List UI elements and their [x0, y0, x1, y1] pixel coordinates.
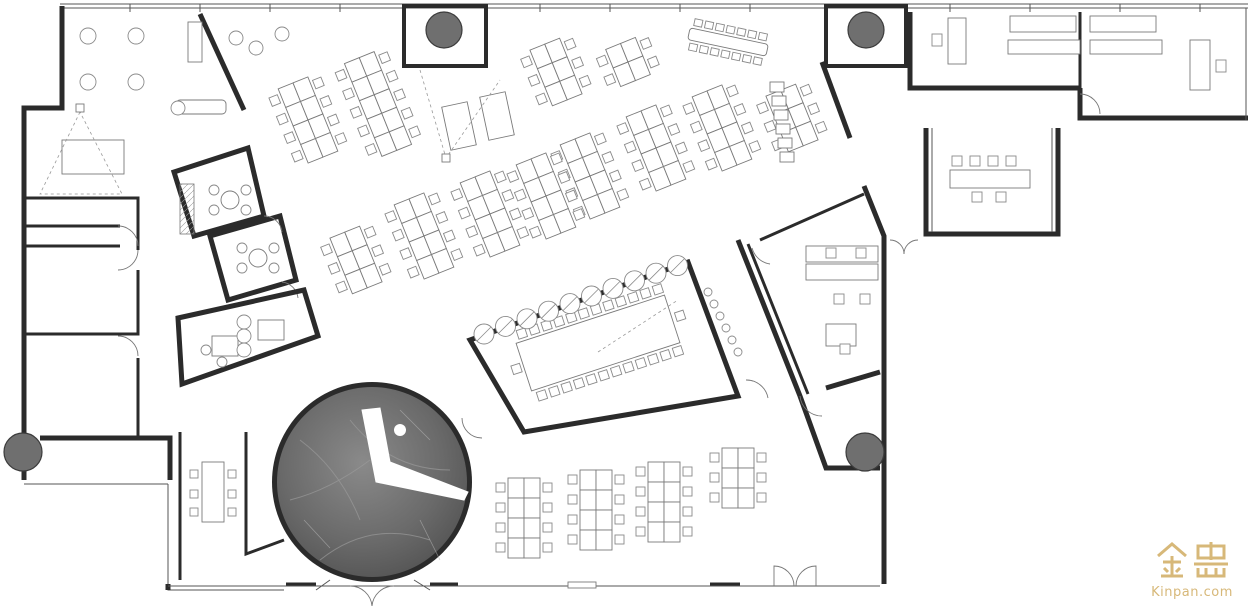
lounge-set [79, 27, 145, 91]
small-meeting-room [178, 432, 285, 580]
workstation-clusters [268, 18, 828, 559]
meeting-pods [170, 144, 300, 304]
column-icon [3, 432, 43, 472]
workstation-cluster [384, 192, 464, 280]
workstation-cluster [595, 36, 660, 88]
kinpan-logo-icon [1157, 542, 1228, 578]
team-table [687, 18, 769, 66]
workstation-cluster [635, 461, 693, 543]
workstation-cluster [334, 51, 422, 157]
workstation-cluster [495, 477, 553, 559]
manager-office [703, 81, 879, 417]
watermark-site-text: Kinpan.com [1151, 585, 1233, 600]
column-icon [845, 432, 885, 472]
focus-pods [419, 69, 515, 163]
workstation-cluster [682, 84, 762, 172]
workstation-cluster [567, 469, 625, 551]
workstation-cluster [506, 152, 586, 240]
workstation-cluster [268, 76, 348, 164]
column-icon [425, 11, 463, 49]
entrance-door [567, 565, 817, 589]
boardroom [461, 255, 769, 439]
left-rooms [24, 21, 290, 436]
workstation-cluster [320, 225, 392, 295]
workstation-cluster [616, 104, 696, 192]
workstation-cluster [709, 447, 767, 509]
kinpan-watermark: Kinpan.com [1144, 538, 1240, 600]
marble-clock-feature [272, 382, 472, 607]
lounge-room [175, 287, 322, 388]
column-icon [847, 11, 885, 49]
workstation-cluster [450, 170, 530, 258]
workstation-cluster [520, 37, 592, 107]
facade-mullions [129, 4, 1201, 12]
executive-offices [889, 12, 1227, 255]
